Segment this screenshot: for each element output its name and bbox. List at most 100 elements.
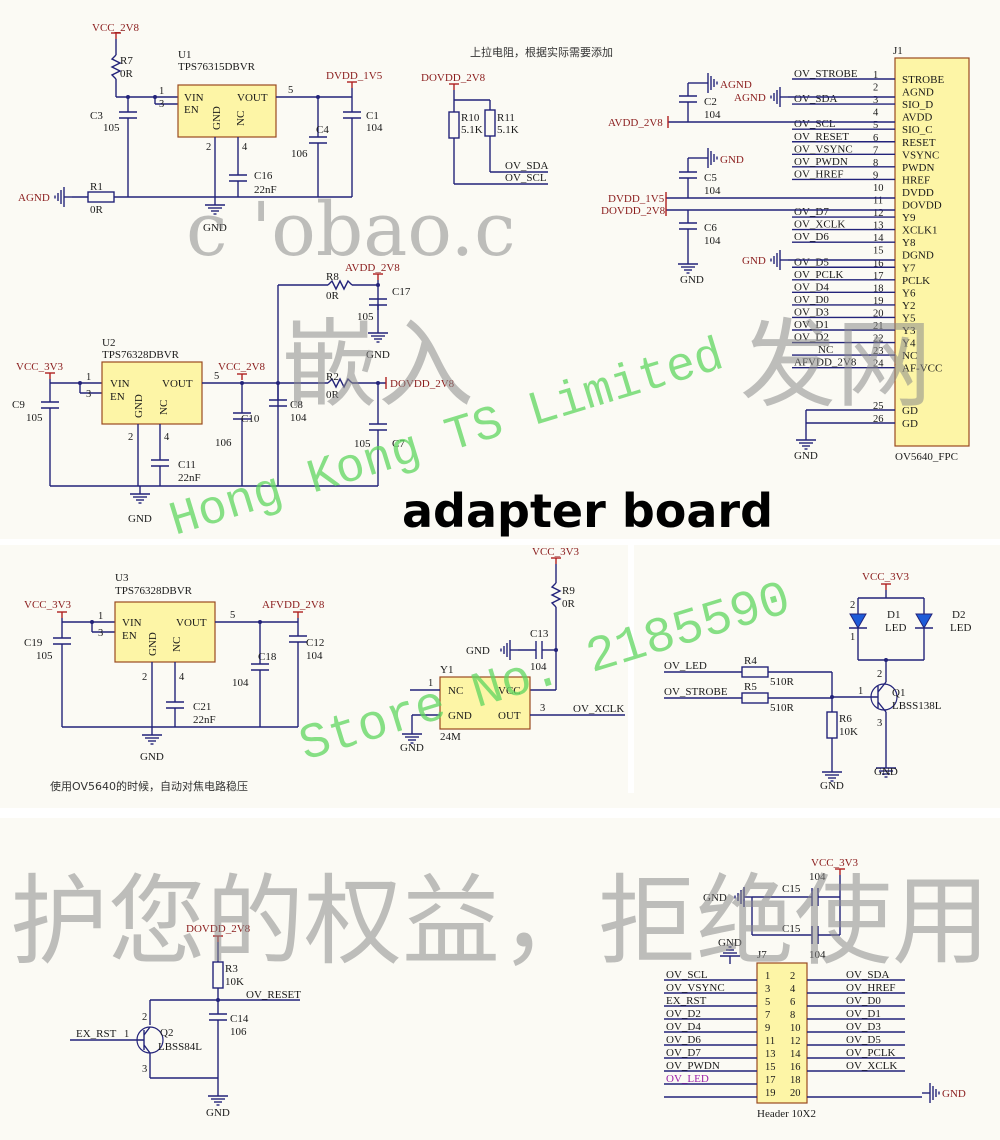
j1-net-label: OV_HREF (794, 168, 844, 180)
net-label: OV_SCL (505, 172, 547, 184)
component-ref: R6 (839, 713, 852, 725)
watermark-text: 嵌入 (282, 309, 474, 421)
net-label: VCC_3V3 (862, 571, 910, 583)
j7-net-label: OV_D3 (846, 1021, 881, 1033)
net-label: AVDD_2V8 (345, 262, 400, 274)
j1-pin-name: VSYNC (902, 149, 939, 161)
watermark-text: 护您的权益，拒绝使用 (10, 865, 990, 979)
j1-pin-name: Y3 (902, 325, 916, 337)
j7-pin-number: 17 (765, 1075, 776, 1086)
net-label: DOVDD_2V8 (186, 923, 251, 935)
component-ref: Y1 (440, 664, 453, 676)
j7-net-label: OV_LED (666, 1073, 709, 1085)
u2-regulator-block: AVDD_2V8 R8 0R C17 105 GND VCC_3V3 1 3 C… (12, 262, 455, 525)
j1-pin-name: NC (902, 350, 917, 362)
j1-pin-name: Y9 (902, 212, 916, 224)
pin-name: VOUT (176, 617, 207, 629)
j1-pin-number: 26 (873, 414, 884, 425)
component-part: TPS76328DBVR (115, 585, 193, 597)
j7-pin-number: 15 (765, 1062, 776, 1073)
component-ref: C8 (290, 399, 303, 411)
pin-name: GND (133, 394, 145, 418)
j7-net-label: OV_VSYNC (666, 982, 725, 994)
component-ref: Q1 (892, 687, 905, 699)
pin-name: EN (184, 104, 199, 116)
j7-pin-number: 6 (790, 997, 795, 1008)
net-label: VCC_2V8 (92, 22, 140, 34)
net-label: GND (742, 255, 766, 267)
panel-separator (0, 539, 1000, 545)
component-value: 5.1K (461, 124, 483, 136)
component-value: 104 (366, 122, 383, 134)
component-value: 106 (230, 1026, 247, 1038)
pin-name: NC (171, 637, 183, 652)
j1-pin-name: GD (902, 418, 918, 430)
j1-pin-number: 3 (873, 95, 878, 106)
j7-pin-number: 2 (790, 971, 795, 982)
net-label: AVDD_2V8 (608, 117, 663, 129)
pin-number: 1 (858, 686, 863, 697)
component-value: 0R (120, 68, 134, 80)
j7-net-label: OV_PCLK (846, 1047, 896, 1059)
component-ref: C15 (782, 923, 801, 935)
j7-pin-number: 4 (790, 984, 796, 995)
component-ref: C21 (193, 701, 211, 713)
j7-pin-number: 11 (765, 1036, 775, 1047)
net-label: DOVDD_2V8 (601, 205, 666, 217)
pin-number: 1 (850, 632, 855, 643)
j1-net-label: OV_D5 (794, 256, 829, 268)
component-value: 105 (26, 412, 43, 424)
j1-pin-name: Y6 (902, 287, 916, 299)
pin-name: EN (110, 391, 125, 403)
component-ref: C13 (530, 628, 549, 640)
component-ref: D1 (887, 609, 900, 621)
component-ref: R9 (562, 585, 575, 597)
component-part: OV5640_FPC (895, 451, 958, 463)
j1-pin-number: 10 (873, 183, 884, 194)
component-ref: C2 (704, 96, 717, 108)
pin-number: 2 (142, 1012, 147, 1023)
j7-net-label: OV_SCL (666, 969, 708, 981)
j1-pin-number: 20 (873, 308, 884, 319)
j1-net-label: OV_D0 (794, 294, 829, 306)
j1-pin-number: 18 (873, 283, 884, 294)
j1-pin-name: DGND (902, 250, 934, 262)
pin-number: 2 (128, 432, 133, 443)
j7-pin-number: 18 (790, 1075, 801, 1086)
net-label: GND (703, 892, 727, 904)
net-label: GND (206, 1107, 230, 1119)
j1-net-label: OV_XCLK (794, 219, 845, 231)
j1-pin-name: AF-VCC (902, 363, 942, 375)
pin-name: GND (147, 632, 159, 656)
pin-number: 3 (142, 1064, 147, 1075)
j1-pin-number: 21 (873, 321, 884, 332)
component-ref: U2 (102, 337, 115, 349)
j1-pin-number: 14 (873, 233, 884, 244)
j1-pin-number: 4 (873, 108, 879, 119)
component-part: LBSS138L (892, 700, 942, 712)
j1-net-label: AFVDD_2V8 (794, 357, 857, 369)
j1-pin-name: Y2 (902, 300, 915, 312)
net-label: VCC_3V3 (16, 361, 64, 373)
component-ref: R3 (225, 963, 238, 975)
component-value: 105 (36, 650, 53, 662)
component-ref: U3 (115, 572, 129, 584)
net-label: GND (942, 1088, 966, 1100)
j1-pin-name: AGND (902, 87, 934, 99)
j1-net-label: OV_PCLK (794, 269, 844, 281)
pin-number: 2 (877, 669, 882, 680)
j7-net-label: OV_SDA (846, 969, 889, 981)
net-label: GND (680, 274, 704, 286)
u1-regulator-block: VCC_2V8 R7 0R 1 3 U1 TPS76315DBVR VIN EN… (18, 22, 383, 234)
j1-pin-number: 5 (873, 120, 878, 131)
j1-pin-number: 15 (873, 246, 884, 257)
net-label: DOVDD_2V8 (390, 378, 455, 390)
net-label: VCC_3V3 (532, 546, 580, 558)
pin-name: VOUT (162, 378, 193, 390)
net-label: DVDD_1V5 (608, 193, 665, 205)
j7-net-label: OV_D1 (846, 1008, 881, 1020)
component-ref: R4 (744, 655, 757, 667)
component-value: 104 (704, 185, 721, 197)
j1-pin-name: RESET (902, 137, 936, 149)
j1-pin-name: STROBE (902, 74, 944, 86)
